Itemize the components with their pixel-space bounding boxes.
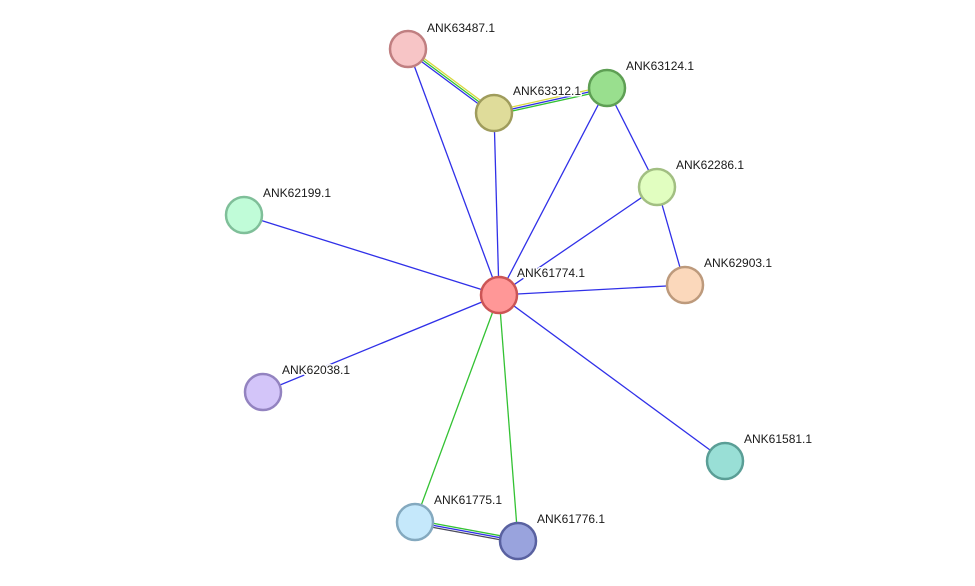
node-label: ANK61581.1 [744,432,812,446]
edge-ANK61774.1-ANK61776.1[interactable] [498,294,519,542]
node-circle[interactable] [587,68,627,108]
node-circle[interactable] [474,93,514,133]
node-circle[interactable] [665,265,705,305]
edge-ANK61774.1-ANK61581.1[interactable] [498,294,726,462]
node-label: ANK61774.1 [517,266,585,280]
edge-ANK63312.1-ANK63124.1[interactable] [493,85,608,116]
node-circle[interactable] [479,275,519,315]
edge-line [498,87,608,296]
edge-line [414,294,500,523]
edge-line [494,89,608,116]
node-ANK62038.1[interactable]: ANK62038.1 [243,362,352,412]
node-circle[interactable] [224,195,264,235]
node-circle[interactable] [705,441,745,481]
node-label: ANK63487.1 [427,21,495,35]
edge-ANK61774.1-ANK61775.1[interactable] [414,294,500,523]
edge-line [498,294,519,542]
node-circle[interactable] [637,167,677,207]
edge-ANK61774.1-ANK62038.1[interactable] [262,294,500,393]
node-ANK61774.1[interactable]: ANK61774.1 [479,265,587,315]
node-label: ANK63312.1 [513,84,581,98]
node-circle[interactable] [243,372,283,412]
edge-line [498,284,686,296]
edge-line [498,186,658,296]
edge-ANK61774.1-ANK63487.1[interactable] [407,48,500,296]
node-circle[interactable] [388,29,428,69]
node-ANK62286.1[interactable]: ANK62286.1 [637,157,746,207]
node-ANK62199.1[interactable]: ANK62199.1 [224,185,333,235]
edge-ANK61774.1-ANK63312.1[interactable] [493,112,500,296]
node-circle[interactable] [395,502,435,542]
node-ANK63312.1[interactable]: ANK63312.1 [474,83,583,133]
edge-ANK61774.1-ANK62199.1[interactable] [243,214,500,296]
node-ANK62903.1[interactable]: ANK62903.1 [665,255,774,305]
node-label: ANK62199.1 [263,186,331,200]
edge-line [498,294,726,462]
node-ANK61776.1[interactable]: ANK61776.1 [498,511,607,561]
edge-line [493,85,607,112]
edge-line [407,48,500,296]
node-label: ANK62038.1 [282,363,350,377]
node-label: ANK63124.1 [626,59,694,73]
node-label: ANK61775.1 [434,493,502,507]
node-circle[interactable] [498,521,538,561]
edge-ANK61774.1-ANK63124.1[interactable] [498,87,608,296]
edge-line [493,87,608,114]
node-label: ANK61776.1 [537,512,605,526]
edge-line [243,214,500,296]
edge-line [493,112,500,296]
node-label: ANK62286.1 [676,158,744,172]
node-ANK61581.1[interactable]: ANK61581.1 [705,431,814,481]
edge-ANK61774.1-ANK62286.1[interactable] [498,186,658,296]
edge-ANK61774.1-ANK62903.1[interactable] [498,284,686,296]
node-ANK61775.1[interactable]: ANK61775.1 [395,492,504,542]
edge-line [262,294,500,393]
node-label: ANK62903.1 [704,256,772,270]
node-ANK63124.1[interactable]: ANK63124.1 [587,58,696,108]
node-ANK63487.1[interactable]: ANK63487.1 [388,20,497,69]
